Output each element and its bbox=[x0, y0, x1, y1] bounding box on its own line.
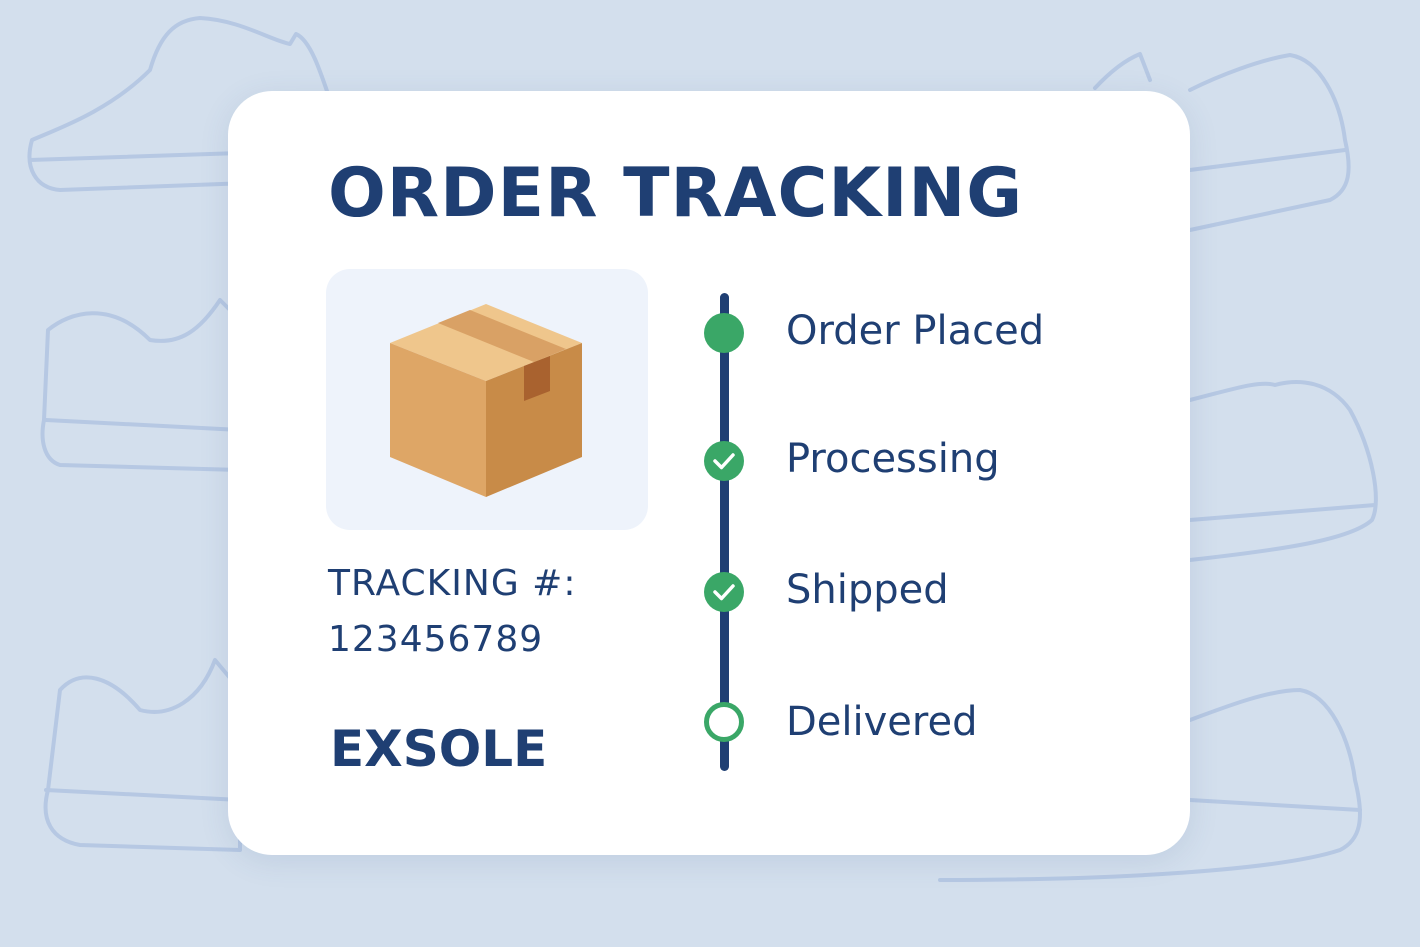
page-title: ORDER TRACKING bbox=[328, 154, 1024, 233]
step-label-delivered: Delivered bbox=[786, 699, 978, 745]
sneaker-icon bbox=[40, 298, 242, 472]
tracking-number-label: TRACKING #: bbox=[328, 563, 577, 604]
check-icon bbox=[704, 572, 744, 612]
step-label-shipped: Shipped bbox=[786, 567, 949, 613]
tracking-number-value: 123456789 bbox=[328, 619, 544, 660]
brand-logo: EXSOLE bbox=[330, 720, 548, 778]
dot-icon bbox=[704, 313, 744, 353]
empty-circle-icon bbox=[704, 702, 744, 742]
check-icon bbox=[704, 441, 744, 481]
product-image-tile bbox=[326, 269, 648, 530]
timeline-track bbox=[720, 293, 729, 771]
step-label-order-placed: Order Placed bbox=[786, 308, 1045, 354]
sneaker-icon bbox=[27, 16, 332, 192]
sneaker-icon bbox=[43, 658, 242, 852]
cardboard-box-icon bbox=[390, 304, 582, 497]
sneaker-icon bbox=[1188, 53, 1351, 232]
order-tracking-card: ORDER TRACKING TRACKING #: 123456789 EXS… bbox=[228, 91, 1190, 855]
sneaker-icon bbox=[1188, 380, 1378, 562]
step-label-processing: Processing bbox=[786, 436, 1000, 482]
sneaker-icon bbox=[938, 688, 1362, 882]
